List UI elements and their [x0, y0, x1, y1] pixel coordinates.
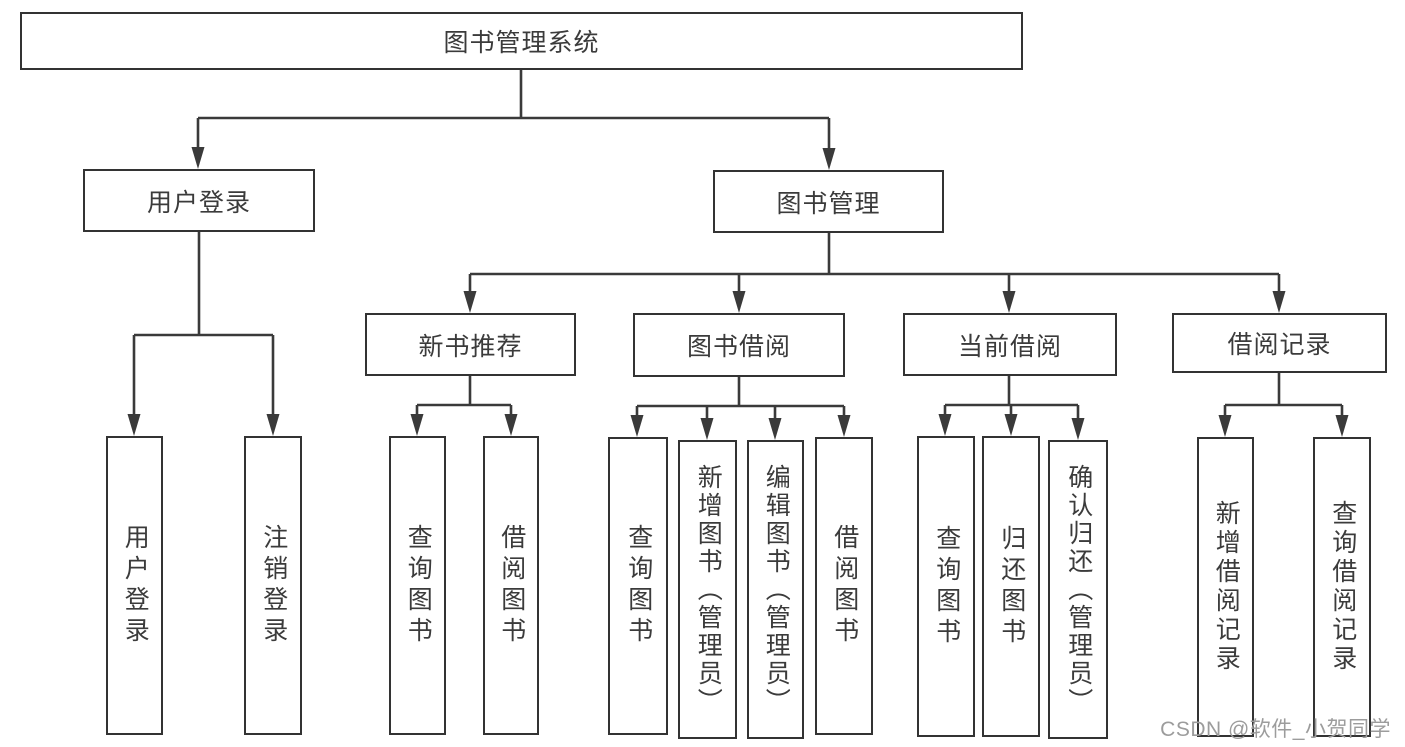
leaf-label: 借阅图书: [497, 523, 526, 648]
leaf-label: 新增图书（管理员）: [694, 463, 723, 716]
leaf-label: 查询图书: [404, 523, 433, 648]
leaf-label: 查询借阅记录: [1328, 500, 1357, 674]
node-leaf-logout: 注销登录: [244, 436, 302, 735]
node-new-book-recommend: 新书推荐: [365, 313, 576, 376]
node-root-system: 图书管理系统: [20, 12, 1023, 70]
node-leaf-br-add-record: 新增借阅记录: [1197, 437, 1254, 737]
node-leaf-user-login: 用户登录: [106, 436, 163, 735]
node-user-login: 用户登录: [83, 169, 315, 232]
arrowheads: [127, 147, 1349, 440]
leaf-label: 新增借阅记录: [1212, 500, 1241, 674]
leaf-label: 查询图书: [624, 524, 653, 648]
node-leaf-bb-borrow-books: 借阅图书: [815, 437, 873, 735]
node-leaf-cb-query-books: 查询图书: [917, 436, 975, 737]
node-leaf-nbr-borrow-books: 借阅图书: [483, 436, 539, 735]
leaf-label: 确认归还（管理员）: [1064, 463, 1093, 716]
leaf-label: 归还图书: [997, 524, 1026, 649]
leaf-label: 借阅图书: [830, 524, 859, 648]
node-leaf-nbr-query-books: 查询图书: [389, 436, 446, 735]
csdn-watermark: CSDN @软件_小贺同学: [1160, 718, 1391, 741]
node-borrow-record: 借阅记录: [1172, 313, 1387, 373]
node-leaf-br-query-record: 查询借阅记录: [1313, 437, 1371, 737]
leaf-label: 用户登录: [121, 523, 150, 648]
node-leaf-cb-confirm-return-admin: 确认归还（管理员）: [1048, 440, 1108, 739]
leaf-label: 查询图书: [932, 524, 961, 649]
node-book-borrow: 图书借阅: [633, 313, 845, 377]
node-current-borrow: 当前借阅: [903, 313, 1117, 376]
node-leaf-bb-edit-books-admin: 编辑图书（管理员）: [747, 440, 804, 739]
leaf-label: 注销登录: [259, 523, 288, 648]
node-book-management: 图书管理: [713, 170, 944, 233]
leaf-label: 编辑图书（管理员）: [762, 463, 791, 716]
node-leaf-bb-add-books-admin: 新增图书（管理员）: [678, 440, 737, 739]
node-leaf-cb-return-books: 归还图书: [982, 436, 1040, 737]
node-leaf-bb-query-books: 查询图书: [608, 437, 668, 735]
